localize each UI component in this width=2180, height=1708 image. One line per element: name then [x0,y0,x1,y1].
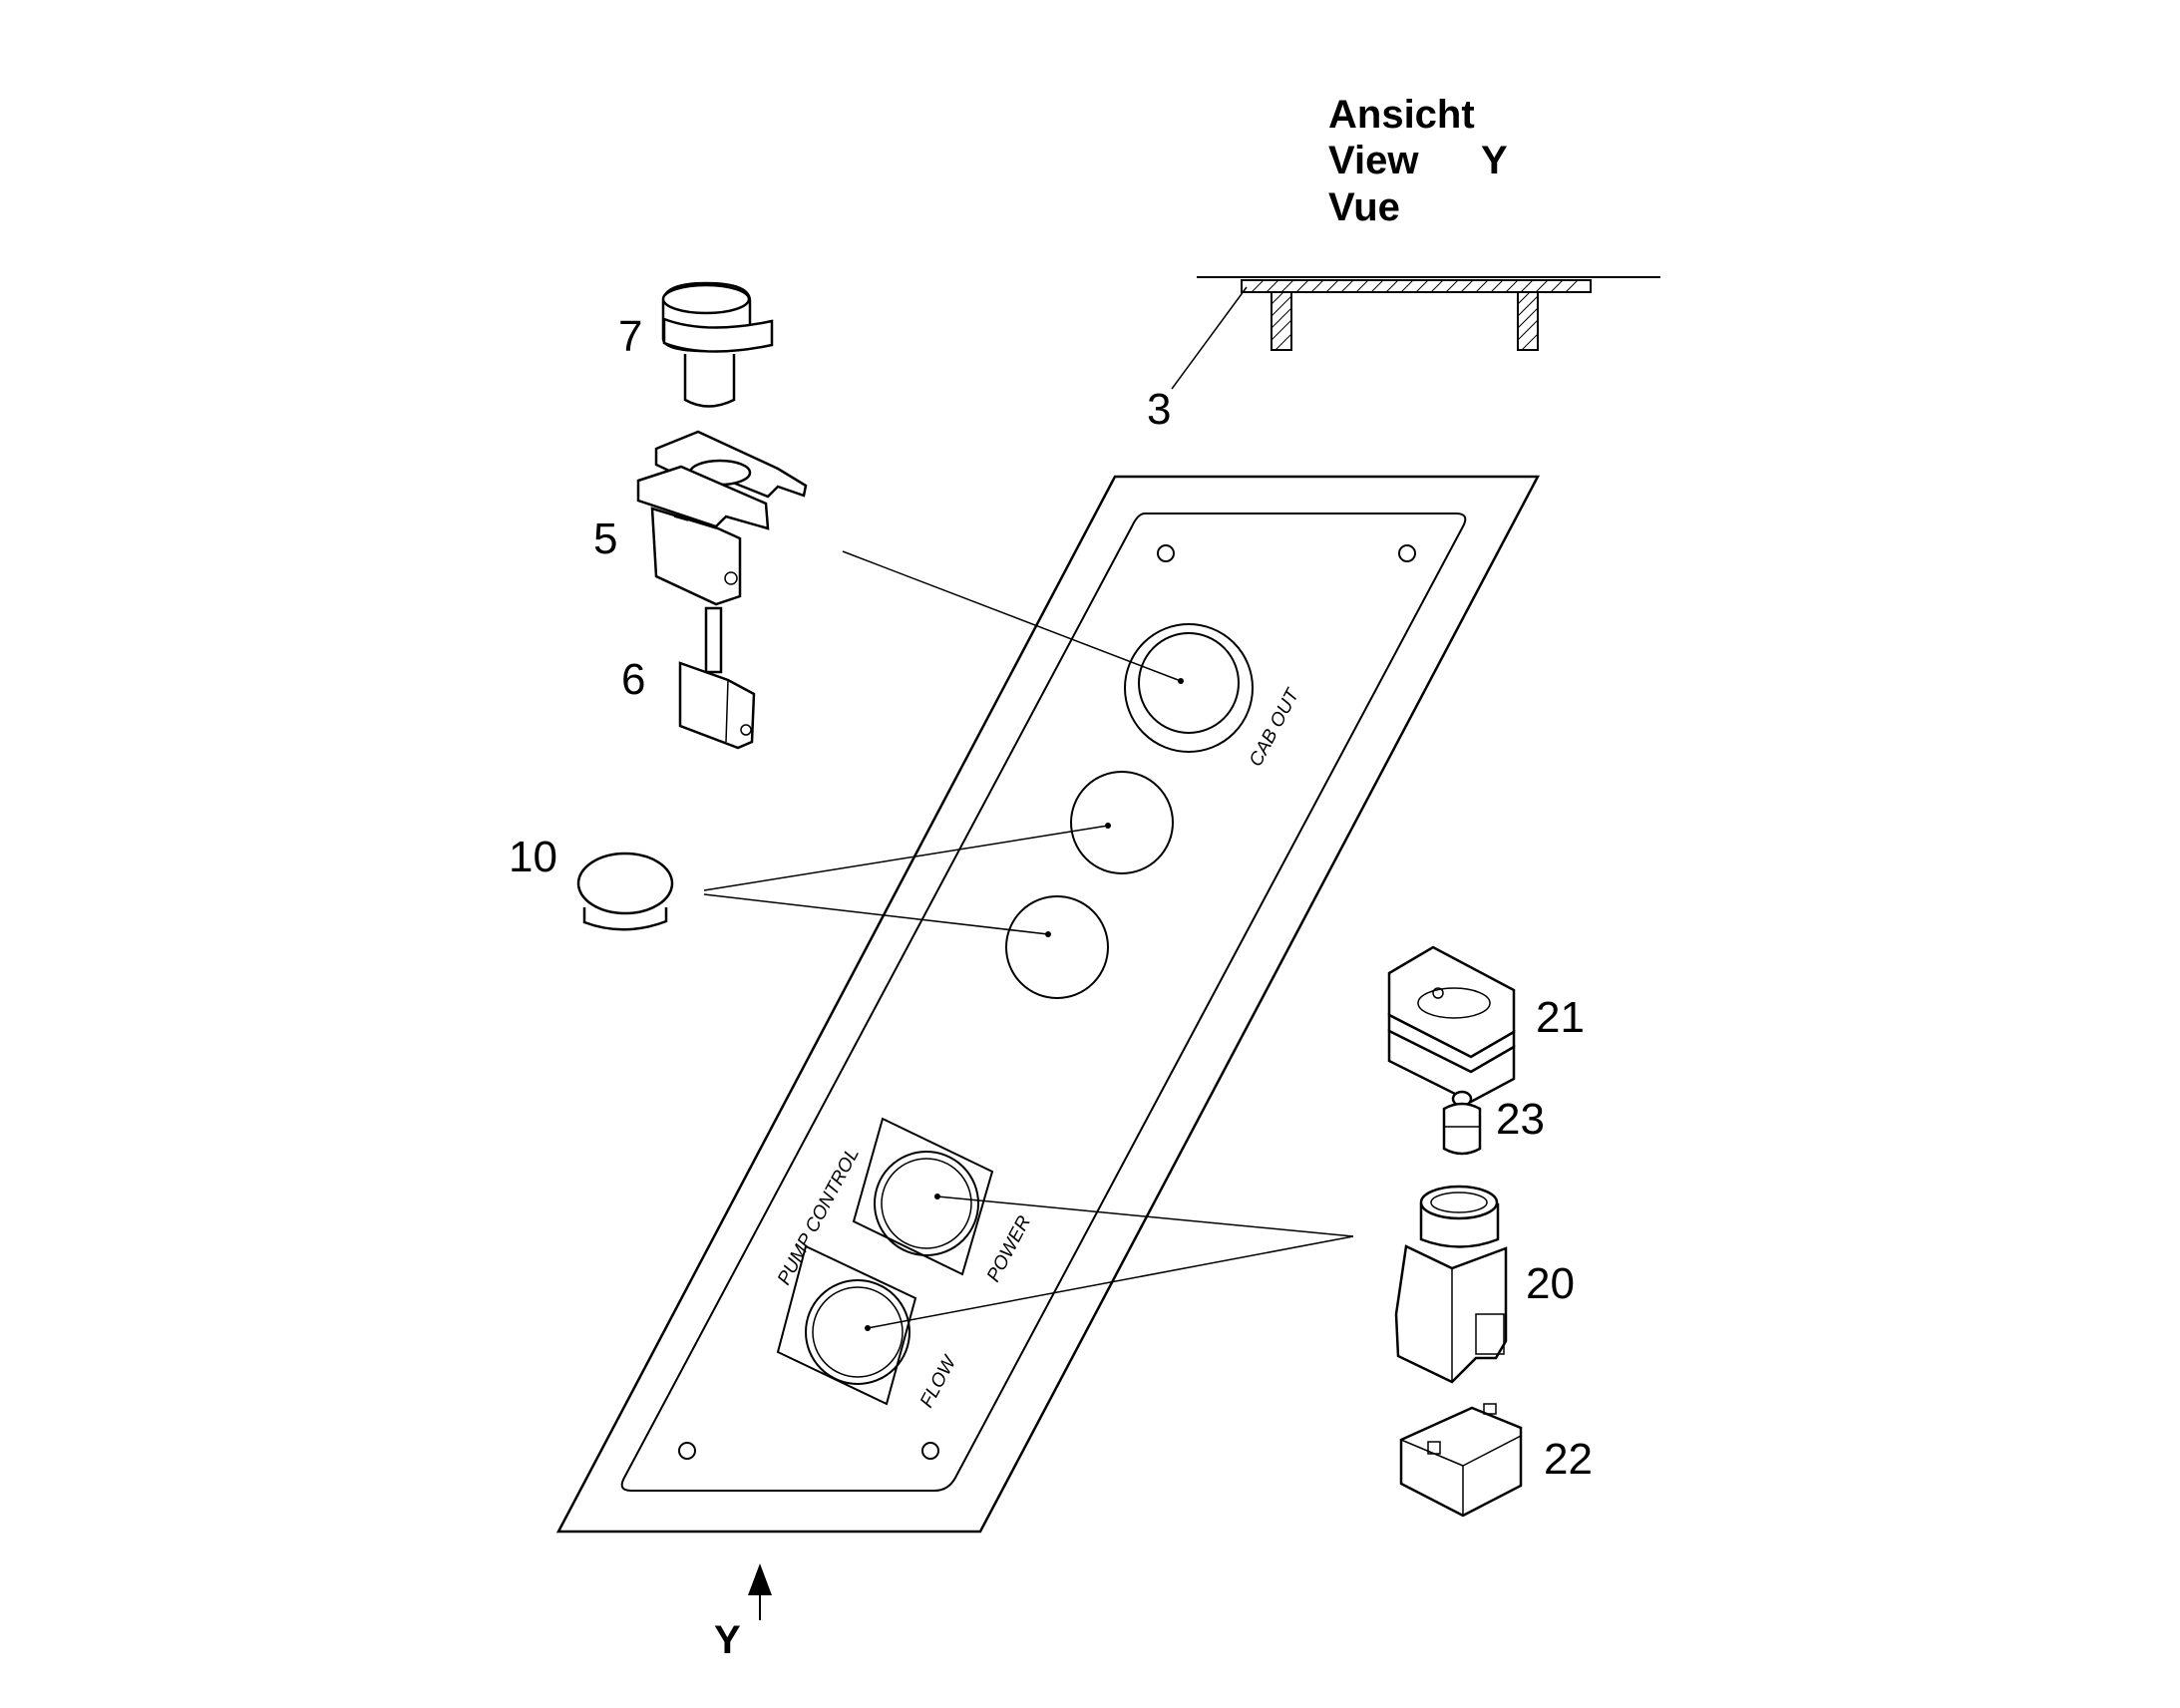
mounting-hole [1157,544,1175,562]
caption-view: View [1328,139,1419,182]
cab-out-switch-ring [1124,623,1254,753]
mounting-hole [921,1442,939,1460]
part-6-contact: 6 [621,606,756,750]
plug-hole-lower [1005,895,1109,999]
part-number-5: 5 [593,514,617,563]
flow-label-plate [776,1244,917,1406]
mounting-hole [1398,544,1416,562]
part-10-blanking-plug: 10 [509,833,674,931]
view-arrow-letter: Y [714,1618,741,1662]
caption-ansicht: Ansicht [1328,93,1475,137]
part-number-3: 3 [1147,385,1171,434]
section-view-y: 3 [1147,276,1660,434]
control-panel-plate: CAB OUT PUMP CONTROL POWER FLOW [555,475,1541,1534]
part-number-23: 23 [1496,1095,1545,1144]
view-caption: Ansicht View Y Vue [1328,93,1508,229]
part-5-holder: 5 [593,430,808,606]
part-number-7: 7 [618,312,642,361]
part-23-lamp: 23 [1442,1090,1545,1156]
part-number-22: 22 [1544,1435,1593,1484]
part-number-10: 10 [509,833,557,881]
leader-lines [703,550,1354,1329]
cab-out-switch-hole [1138,632,1240,734]
caption-view-letter: Y [1481,139,1508,182]
part-7-button-cap: 7 [618,281,774,408]
part-number-20: 20 [1526,1259,1575,1308]
view-arrow-y: Y [714,1563,772,1662]
power-switch-hole [874,1151,979,1256]
power-label-plate [852,1117,994,1276]
mounting-hole [678,1442,696,1460]
part-20-illuminated-button: 20 [1394,1185,1575,1384]
caption-vue: Vue [1328,185,1400,229]
part-21-holder: 21 [1387,945,1585,1104]
plug-hole-upper [1070,771,1174,874]
flow-switch-hole [805,1279,910,1385]
part-22-contact-block: 22 [1399,1403,1593,1518]
part-number-6: 6 [621,655,645,704]
part-number-21: 21 [1536,993,1585,1042]
